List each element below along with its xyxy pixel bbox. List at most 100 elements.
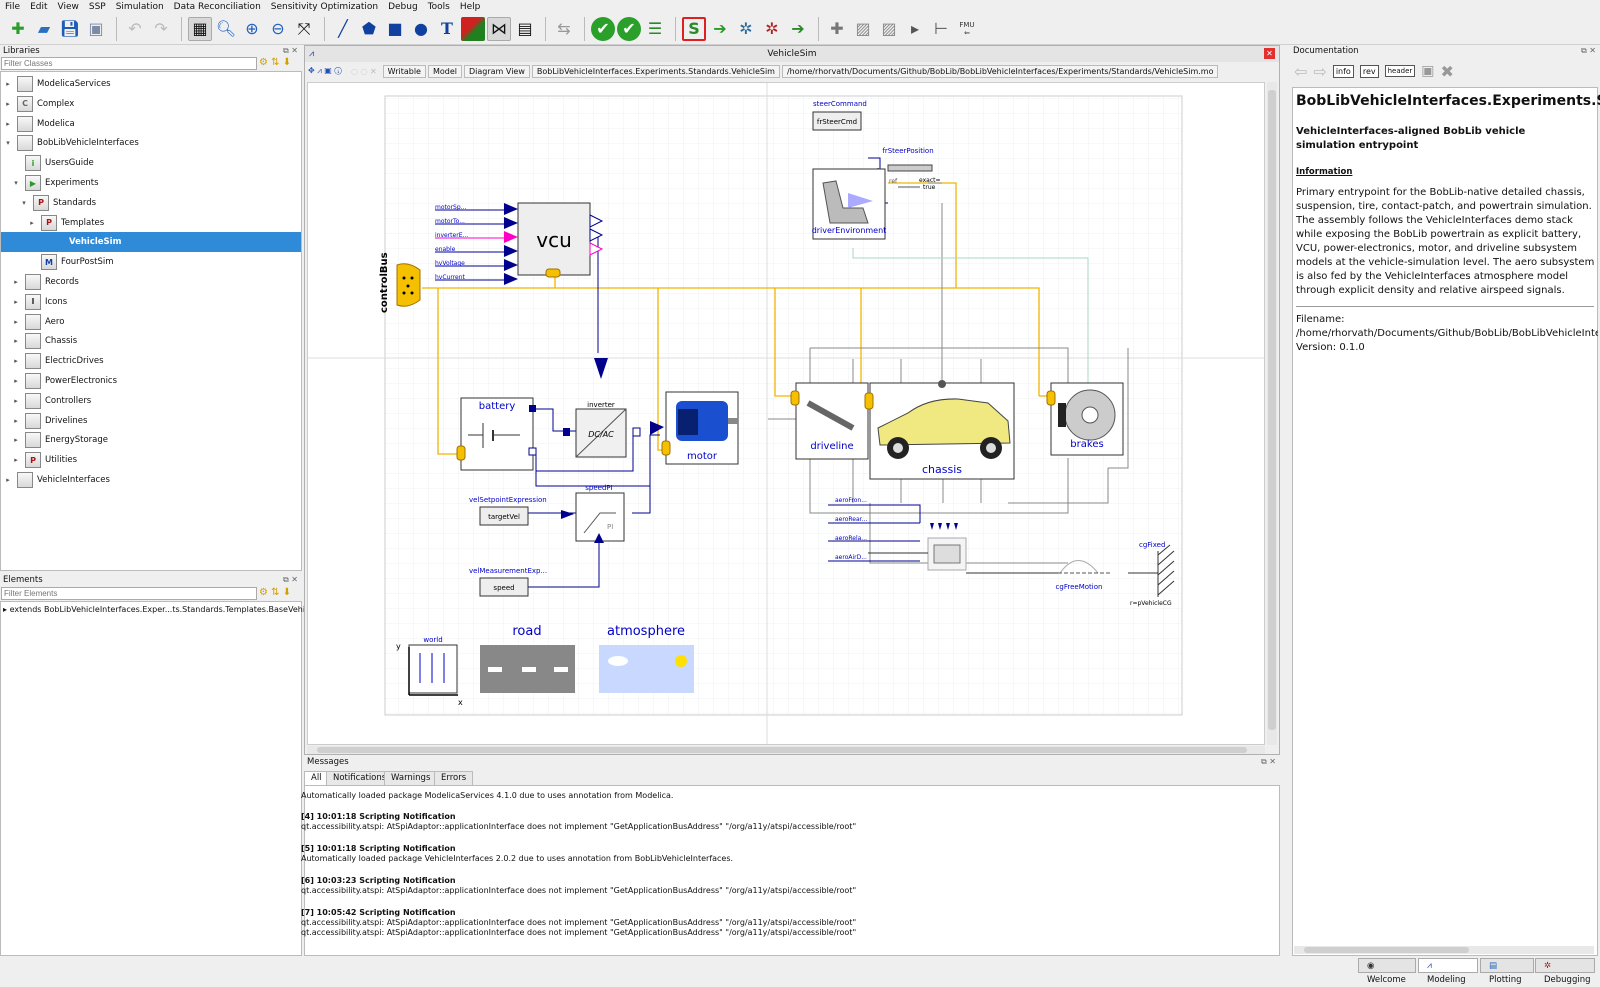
save-icon[interactable]: 💾︎ (59, 19, 81, 38)
inverter-block[interactable]: inverter DC/AC (563, 401, 641, 458)
zoom-in-icon[interactable]: ⊕ (245, 19, 259, 38)
ssp-icon[interactable]: ⊢ (934, 19, 948, 38)
perspective-tab-debugging[interactable]: ✲ Debugging (1535, 958, 1595, 985)
panel-controls-icon[interactable]: ⧉ ✕ (283, 46, 298, 55)
library-item-vehiclesim[interactable]: VehicleSim (1, 232, 301, 253)
back-icon[interactable]: ⇦ (1294, 61, 1308, 81)
library-item-controllers[interactable]: ▸Controllers (1, 391, 301, 411)
simulate-animation-icon[interactable]: ➔ (791, 19, 805, 38)
horizontal-scrollbar[interactable] (307, 746, 1265, 754)
documentation-panel-controls-icon[interactable]: ⧉ ✕ (1581, 46, 1596, 55)
export-icon[interactable]: ✚ (830, 19, 844, 38)
image-export-2-icon[interactable]: ▨ (881, 19, 897, 38)
library-item-records[interactable]: ▸Records (1, 272, 301, 292)
motor-block[interactable]: motor (650, 391, 739, 465)
road-block[interactable]: road (480, 624, 575, 693)
menu-edit[interactable]: Edit (30, 1, 48, 12)
simulate-algorithmic-debug-icon[interactable]: ✲ (765, 19, 779, 38)
expand-arrow-icon[interactable]: ▸ (30, 218, 34, 227)
perspective-tab-welcome[interactable]: ◉ Welcome (1358, 958, 1416, 985)
instantiate-model-icon[interactable]: ☰ (647, 19, 663, 38)
library-item-vehicleinterfaces[interactable]: ▸VehicleInterfaces (1, 470, 301, 490)
menu-sensitivity-optimization[interactable]: Sensitivity Optimization (270, 1, 379, 12)
brakes-block[interactable]: brakes (1046, 382, 1124, 456)
elements-item[interactable]: ▸ extends BobLibVehicleInterfaces.Exper.… (3, 605, 332, 614)
ellipse-tool-icon[interactable]: ● (414, 19, 428, 38)
image-export-icon[interactable]: ▨ (855, 19, 871, 38)
target-vel-block[interactable]: velSetpointExpression targetVel (469, 496, 547, 526)
fit-to-diagram-icon[interactable]: ⤧ (297, 18, 311, 38)
menu-tools[interactable]: Tools (427, 1, 450, 12)
expand-arrow-icon[interactable]: ▸ (6, 119, 10, 128)
steer-command-block[interactable]: steerCommand frSteerCmd (812, 100, 867, 131)
text-tool-icon[interactable]: T (441, 19, 453, 38)
revisions-button[interactable]: rev (1359, 64, 1379, 78)
simulate-debug-icon[interactable]: ✲ (739, 19, 753, 38)
diagram-canvas[interactable]: controlBus vcu motorSp...motorTo...inver… (307, 82, 1265, 745)
transition-mode-icon[interactable]: ▤ (517, 19, 533, 38)
library-item-experiments[interactable]: ▾▶Experiments (1, 173, 301, 193)
bitmap-tool-icon[interactable] (461, 16, 485, 41)
new-transition-icon[interactable]: ▸ (910, 19, 920, 38)
menu-ssp[interactable]: SSP (88, 1, 106, 12)
atmosphere-block[interactable]: atmosphere (599, 624, 694, 693)
fmu-import-icon[interactable]: FMU⇐ (959, 20, 975, 37)
cg-fixed-block[interactable]: cgFixed r=pVehicleCG (1128, 541, 1175, 607)
perspective-tab-modeling[interactable]: ⩘ Modeling (1418, 958, 1478, 985)
connect-mode-icon[interactable]: ⋈ (487, 16, 511, 41)
expand-arrow-icon[interactable]: ▸ (14, 357, 18, 366)
chassis-block[interactable]: chassis (864, 380, 1015, 480)
info-button[interactable]: info (1332, 64, 1354, 78)
expand-arrow-icon[interactable]: ▸ (6, 80, 10, 88)
zoom-reset-icon[interactable]: 🔍︎ (215, 19, 237, 38)
new-class-icon[interactable]: ✚ (11, 19, 25, 38)
driveline-block[interactable]: driveline (790, 382, 869, 460)
expand-arrow-icon[interactable]: ▸ (14, 317, 18, 326)
menu-file[interactable]: File (5, 1, 21, 12)
filter-classes-input[interactable] (1, 57, 257, 70)
menu-help[interactable]: Help (459, 1, 481, 12)
header-button[interactable]: header (1384, 65, 1416, 77)
menu-debug[interactable]: Debug (388, 1, 418, 12)
library-item-drivelines[interactable]: ▸Drivelines (1, 411, 301, 431)
expand-arrow-icon[interactable]: ▸ (6, 99, 10, 108)
open-folder-icon[interactable]: ▰ (37, 19, 51, 38)
perspective-tab-plotting[interactable]: ▤ Plotting (1480, 958, 1534, 985)
driver-environment-block[interactable]: driverEnvironment (812, 168, 887, 240)
polygon-tool-icon[interactable]: ⬟ (362, 19, 376, 38)
library-item-modelica[interactable]: ▸Modelica (1, 114, 301, 134)
menu-simulation[interactable]: Simulation (115, 1, 164, 12)
undo-icon[interactable]: ↶ (128, 19, 142, 38)
control-bus[interactable]: controlBus (379, 252, 421, 313)
library-item-powerelectronics[interactable]: ▸PowerElectronics (1, 371, 301, 391)
filter-options-icon[interactable]: ⚙ ⇅ ⬇ (259, 57, 292, 68)
expand-arrow-icon[interactable]: ▸ (6, 476, 10, 484)
grid-icon[interactable]: ▦ (188, 16, 212, 41)
library-item-electricdrives[interactable]: ▸ElectricDrives (1, 351, 301, 371)
doc-horizontal-scrollbar[interactable] (1294, 946, 1594, 954)
check-all-models-icon[interactable]: ✔ (617, 16, 641, 41)
line-tool-icon[interactable]: ╱ (338, 19, 348, 38)
expand-arrow-icon[interactable]: ▸ (14, 337, 18, 346)
zoom-out-icon[interactable]: ⊖ (271, 19, 285, 38)
vertical-scrollbar[interactable] (1267, 82, 1277, 745)
reload-icon[interactable]: ⇆ (557, 19, 571, 38)
library-item-modelicaservices[interactable]: ▸ModelicaServices (1, 74, 301, 94)
forward-icon[interactable]: ⇨ (1313, 61, 1327, 81)
messages-panel-controls-icon[interactable]: ⧉ ✕ (1261, 757, 1276, 766)
redo-icon[interactable]: ↷ (154, 19, 168, 38)
menu-view[interactable]: View (57, 1, 79, 12)
expand-arrow-icon[interactable]: ▸ (14, 377, 18, 385)
world-block[interactable]: world y x (396, 636, 463, 707)
vcu-block[interactable]: vcu (504, 202, 604, 285)
expand-arrow-icon[interactable]: ▸ (14, 436, 18, 445)
elements-filter-options-icon[interactable]: ⚙ ⇅ ⬇ (259, 587, 292, 598)
expand-arrow-icon[interactable]: ▾ (14, 179, 18, 187)
simulate-icon[interactable]: ➔ (713, 19, 727, 38)
expand-arrow-icon[interactable]: ▸ (14, 416, 18, 425)
